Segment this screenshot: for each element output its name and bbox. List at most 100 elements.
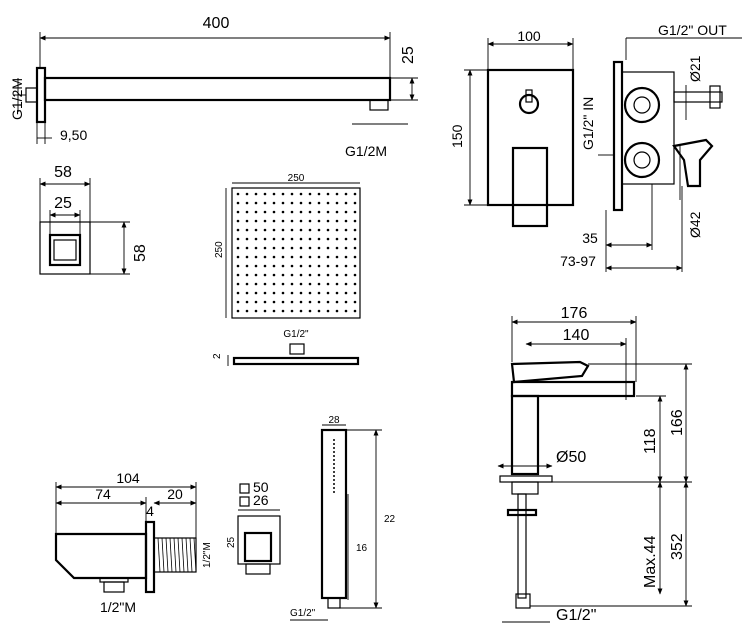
spray-hole <box>333 455 335 457</box>
nozzle-dot <box>272 309 276 313</box>
nozzle-dot <box>308 228 312 232</box>
nozzle-dot <box>236 264 240 268</box>
nozzle-dot <box>281 255 285 259</box>
spray-hole <box>333 439 335 441</box>
nozzle-dot <box>254 219 258 223</box>
nozzle-dot <box>281 219 285 223</box>
head-connector <box>289 343 305 355</box>
nozzle-dot <box>254 201 258 205</box>
nozzle-dot <box>254 192 258 196</box>
nozzle-dot <box>281 192 285 196</box>
outlet-plate <box>144 520 156 594</box>
nozzle-dot <box>236 291 240 295</box>
nozzle-dot <box>299 264 303 268</box>
shower-head-view: 250 250 G1/2" 2 <box>212 173 361 366</box>
mixer-body <box>621 71 675 185</box>
nozzle-dot <box>263 255 267 259</box>
nozzle-dot <box>263 237 267 241</box>
arm-thread-bottom-label: G1/2M <box>345 143 387 159</box>
nozzle-dot <box>308 309 312 313</box>
nozzle-dot <box>344 291 348 295</box>
nozzle-dot <box>263 309 267 313</box>
nozzle-dot <box>236 246 240 250</box>
nozzle-dot <box>326 192 330 196</box>
arm-length-label: 400 <box>203 15 230 32</box>
basin-total-height-label: 166 <box>669 409 686 436</box>
nozzle-dot <box>353 246 357 250</box>
nozzle-dot <box>335 210 339 214</box>
head-width-label: 250 <box>288 173 305 184</box>
mixer-hose-end <box>515 593 531 609</box>
nozzle-dot <box>353 219 357 223</box>
nozzle-dot <box>299 201 303 205</box>
thread-line <box>173 537 177 573</box>
nozzle-dot <box>299 273 303 277</box>
nozzle-dot <box>254 282 258 286</box>
mixer-side-plate <box>612 60 624 212</box>
outlet-thread-side-label: 1/2"M <box>202 542 213 568</box>
nozzle-dot <box>326 291 330 295</box>
nozzle-dot <box>254 264 258 268</box>
nozzle-dot <box>308 192 312 196</box>
nozzle-dot <box>344 237 348 241</box>
nozzle-dot <box>326 210 330 214</box>
spray-hole <box>333 459 335 461</box>
nozzle-dot <box>308 219 312 223</box>
mixer-box-view: 100 150 G1/2" OUT G1/2" IN Ø21 Ø42 35 73… <box>449 22 742 272</box>
spray-hole <box>333 467 335 469</box>
arm-wall-plate <box>35 66 47 124</box>
nozzle-dot <box>290 192 294 196</box>
nozzle-dot <box>344 210 348 214</box>
hand-shower-connector <box>327 597 341 609</box>
nozzle-dot <box>245 309 249 313</box>
nozzle-dot <box>317 309 321 313</box>
nozzle-dot <box>317 219 321 223</box>
outlet-plate-outer-label: 50 <box>253 479 269 495</box>
nozzle-dot <box>326 201 330 205</box>
nozzle-dot <box>272 282 276 286</box>
nozzle-dot <box>335 237 339 241</box>
nozzle-dot <box>326 237 330 241</box>
nozzle-dot <box>326 309 330 313</box>
nozzle-dot <box>290 246 294 250</box>
nozzle-dot <box>335 300 339 304</box>
nozzle-dot <box>245 219 249 223</box>
spray-hole <box>333 475 335 477</box>
spray-hole <box>333 483 335 485</box>
nozzle-dot <box>281 273 285 277</box>
hand-shower-width-label: 28 <box>328 415 340 426</box>
head-side-profile <box>232 356 360 366</box>
mixer-tail <box>517 493 527 599</box>
nozzle-dot <box>254 246 258 250</box>
outlet-thread-lines <box>157 537 197 573</box>
nozzle-dot <box>272 192 276 196</box>
nozzle-dot <box>344 219 348 223</box>
outlet-body-length-label: 74 <box>95 486 111 502</box>
nozzle-dot <box>290 219 294 223</box>
hand-shower-length-label: 22 <box>384 514 396 525</box>
nozzle-dot <box>272 300 276 304</box>
nozzle-dot <box>335 255 339 259</box>
nozzle-dot <box>245 282 249 286</box>
nozzle-dot <box>236 255 240 259</box>
nozzle-dot <box>245 291 249 295</box>
nozzle-dot <box>281 282 285 286</box>
nozzle-dot <box>236 273 240 277</box>
flange-socket <box>48 233 82 267</box>
nozzle-dot <box>335 309 339 313</box>
outlet-total-length-label: 104 <box>116 470 140 486</box>
nozzle-dot <box>272 201 276 205</box>
flange-inner-width-label: 25 <box>54 195 72 212</box>
nozzle-dot <box>245 264 249 268</box>
nozzle-dot <box>281 291 285 295</box>
mixer-handle <box>510 360 590 384</box>
shower-arm-view: 400 25 G1/2M G1/2M 9,50 <box>9 15 418 159</box>
nozzle-dot <box>263 228 267 232</box>
nozzle-dot <box>254 300 258 304</box>
nozzle-dot <box>317 237 321 241</box>
spray-hole <box>333 479 335 481</box>
outlet-thread-bottom-label: 1/2"M <box>100 599 136 615</box>
nozzle-dot <box>299 219 303 223</box>
hand-shower-grip-label: 16 <box>356 543 368 554</box>
nozzle-dot <box>308 264 312 268</box>
